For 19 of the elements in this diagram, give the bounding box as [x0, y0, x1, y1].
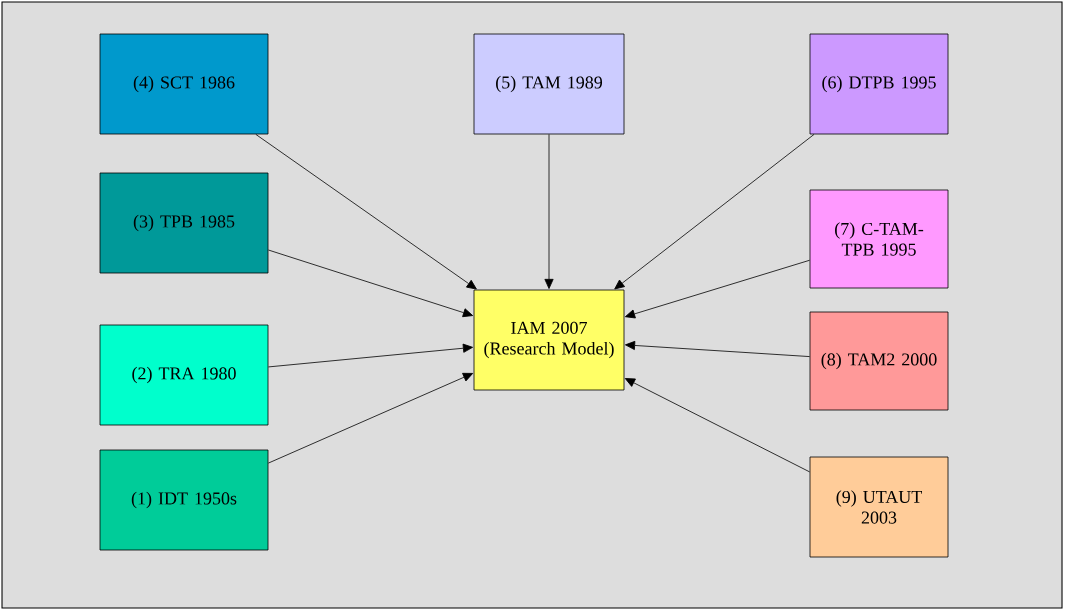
arrow [255, 134, 477, 290]
model-box: (3) TPB 1985 [99, 172, 269, 274]
arrow [268, 343, 473, 368]
arrow [544, 134, 554, 289]
model-box: (9) UTAUT 2003 [809, 456, 949, 558]
model-box: (2) TRA 1980 [99, 324, 269, 426]
arrow [268, 372, 474, 464]
arrow [624, 259, 810, 319]
arrow [614, 134, 815, 290]
model-box: (7) C-TAM-TPB 1995 [809, 189, 949, 289]
arrow [625, 340, 810, 357]
arrow [268, 249, 474, 318]
model-box: (5) TAM 1989 [473, 33, 625, 135]
arrow [624, 378, 810, 473]
model-box: (4) SCT 1986 [99, 33, 269, 135]
model-box: (8) TAM2 2000 [809, 311, 949, 411]
model-box: (1) IDT 1950s [99, 449, 269, 551]
model-box: (6) DTPB 1995 [809, 33, 949, 135]
model-box: IAM 2007 (Research Model) [473, 289, 625, 391]
